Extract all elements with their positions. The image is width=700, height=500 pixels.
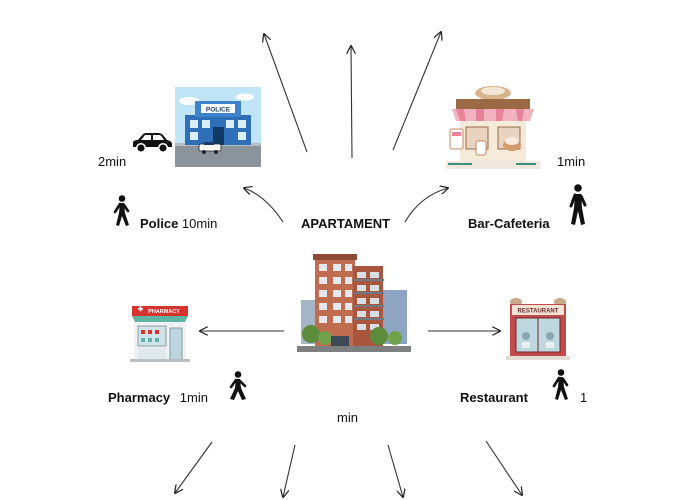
restaurant-time-number: 1 — [580, 390, 588, 405]
pharmacy-time: 1min — [179, 390, 208, 405]
restaurant-name: Restaurant — [460, 390, 528, 405]
walking-person-icon — [229, 371, 247, 400]
police-label: Police 10min — [140, 216, 217, 231]
police-name: Police — [140, 216, 179, 231]
walking-person-icon — [569, 184, 587, 225]
cafe-icon — [446, 86, 540, 169]
pharmacy-name: Pharmacy — [108, 390, 171, 405]
arrow-down-far-right — [485, 440, 522, 495]
bar-time: 1min — [557, 154, 586, 169]
arrow-up-right — [392, 32, 441, 151]
bar-name: Bar-Cafeteria — [468, 216, 550, 231]
arrow-to-police — [244, 188, 284, 223]
restaurant-sign-text: RESTAURANT — [518, 309, 559, 315]
pharmacy-sign-text: PHARMACY — [148, 309, 180, 315]
restaurant-time-unit: min — [337, 410, 358, 425]
police-time: 10min — [181, 216, 218, 231]
police-sign-text: POLICE — [206, 107, 231, 114]
police-station-icon: POLICE — [175, 87, 261, 167]
center-label: APARTAMENT — [301, 216, 391, 231]
pharmacy-label: Pharmacy 1min — [108, 390, 208, 405]
arrow-down-far-left — [175, 441, 213, 493]
arrow-up-center — [351, 46, 352, 159]
arrow-to-bar — [404, 188, 448, 223]
pharmacy-icon: PHARMACY — [130, 306, 190, 362]
arrow-down-right — [387, 444, 403, 497]
police-car-time: 2min — [98, 154, 127, 169]
apartment-building-icon — [297, 254, 411, 352]
arrow-down-left — [283, 444, 296, 497]
walking-person-icon — [113, 195, 130, 226]
arrow-up-left — [264, 34, 308, 153]
restaurant-icon: RESTAURANT — [506, 298, 570, 360]
walking-person-icon — [552, 369, 569, 400]
car-icon — [133, 133, 172, 154]
